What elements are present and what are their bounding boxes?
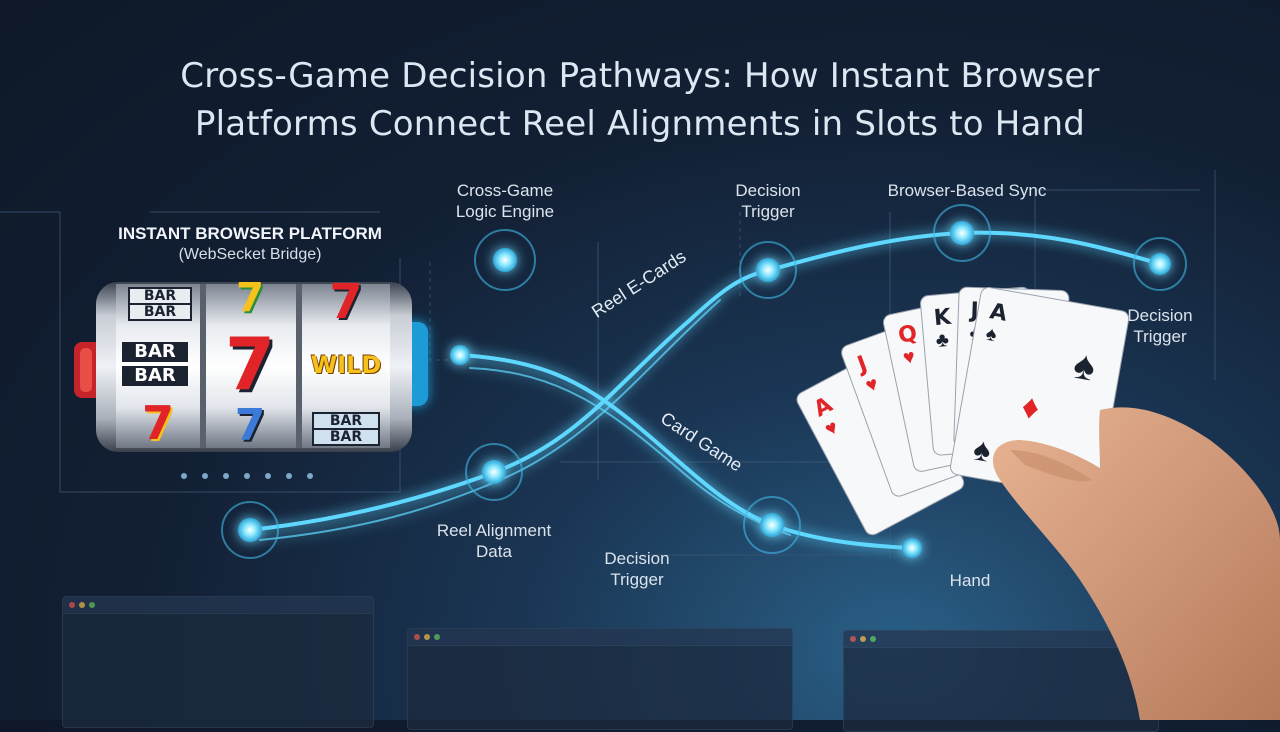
- node-logic-engine: [474, 229, 536, 291]
- platform-title: INSTANT BROWSER PLATFORM: [118, 224, 382, 243]
- reel-2-seven-top: 7: [236, 275, 264, 321]
- hand-of-cards: A ♥ J ♥ Q ♥ K ♣ J ♣ A ♠ ♠ ♦ ♠: [796, 286, 1280, 720]
- node-browser-sync: [933, 204, 991, 262]
- node-start: [221, 501, 279, 559]
- reel-1-bar-top-b: BAR: [128, 303, 192, 321]
- card-5-rank: J: [968, 298, 979, 323]
- node-decision-trigger-bottom: [743, 496, 801, 554]
- path-thin-b: [469, 367, 791, 536]
- title-line-2: Platforms Connect Reel Alignments in Slo…: [194, 104, 1086, 144]
- diagram-title: Cross-Game Decision Pathways: How Instan…: [0, 52, 1280, 148]
- bg-window-center: [407, 628, 793, 730]
- svg-text:♥: ♥: [901, 346, 917, 370]
- svg-text:♠: ♠: [971, 430, 994, 468]
- svg-text:♣: ♣: [935, 329, 950, 352]
- progress-dots: [181, 473, 313, 479]
- card-fan: A ♥ J ♥ Q ♥ K ♣ J ♣ A ♠ ♠ ♦ ♠: [796, 286, 1130, 536]
- svg-text:♦: ♦: [1019, 387, 1043, 427]
- label-browser-sync: Browser-Based Sync: [887, 181, 1047, 200]
- node-reel-alignment: [465, 443, 523, 501]
- reel-3-wild: WILD: [310, 351, 382, 379]
- node-hand-end: [902, 538, 922, 558]
- reel-2-seven-mid: 7: [224, 322, 276, 406]
- hand: [992, 407, 1280, 720]
- reel-1-bar-top-a: BAR: [128, 287, 192, 305]
- bg-window-left: [62, 596, 374, 728]
- node-center: [450, 345, 470, 365]
- node-decision-trigger-right: [1133, 237, 1187, 291]
- node-decision-trigger-top: [739, 241, 797, 299]
- svg-text:♠: ♠: [984, 323, 999, 347]
- reel-1-seven: 7: [141, 396, 174, 450]
- reel-1-bar-mid-b: BAR: [122, 366, 188, 386]
- reel-2-seven-bottom: 7: [234, 400, 266, 451]
- card-3-rank: Q: [896, 321, 919, 349]
- card-6-rank: A: [988, 299, 1009, 327]
- platform-subtitle: (WebSecket Bridge): [178, 246, 322, 263]
- label-hand: Hand: [949, 571, 991, 590]
- card-4-rank: K: [933, 305, 953, 331]
- reel-1-bar-mid-a: BAR: [122, 342, 188, 362]
- reel-3-bar-b: BAR: [312, 428, 380, 446]
- path-center-to-bottom: [458, 353, 914, 550]
- reel-3-seven: 7: [329, 274, 363, 330]
- path-lower-to-top: [248, 268, 772, 532]
- title-line-1: Cross-Game Decision Pathways: How Instan…: [180, 56, 1100, 96]
